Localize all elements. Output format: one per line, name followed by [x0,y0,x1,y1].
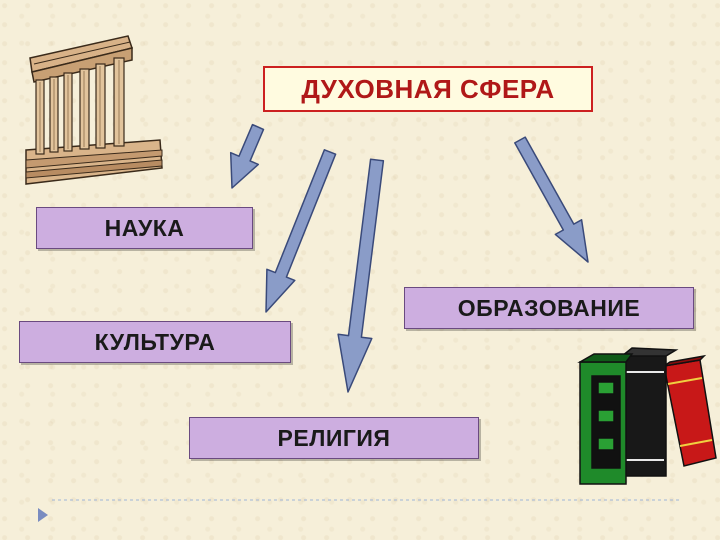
branch-culture: КУЛЬТУРА [19,321,291,363]
branch-science: НАУКА [36,207,253,249]
arrow-to-science [229,123,265,189]
branch-religion-label: РЕЛИГИЯ [277,424,391,451]
branch-science-label: НАУКА [104,214,185,241]
arrow-to-culture [265,149,337,313]
branch-education: ОБРАЗОВАНИЕ [404,287,694,329]
root-node: ДУХОВНАЯ СФЕРА [263,66,593,112]
branch-culture-label: КУЛЬТУРА [94,328,216,355]
root-label: ДУХОВНАЯ СФЕРА [301,73,555,104]
arrow-to-religion [337,158,385,393]
nav-triangle-icon[interactable] [38,508,48,522]
arrow-to-education [514,136,589,263]
branch-education-label: ОБРАЗОВАНИЕ [457,294,641,321]
branch-religion: РЕЛИГИЯ [189,417,479,459]
